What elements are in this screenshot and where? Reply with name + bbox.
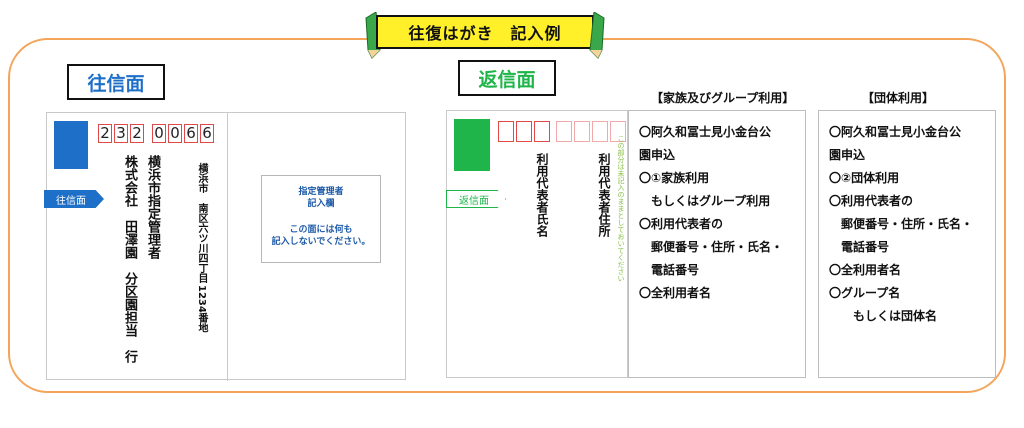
- group-list: 〇阿久和冨士見小金台公 園申込 〇②団体利用 〇利用代表者の 郵便番号・住所・氏…: [818, 110, 996, 378]
- postal-box: [498, 121, 514, 142]
- postal-box: [592, 121, 608, 142]
- family-line: 電話番号: [639, 263, 700, 277]
- postal-digit: 6: [184, 124, 198, 143]
- postal-digit: 3: [114, 124, 128, 143]
- manager-heading: 指定管理者: [298, 187, 344, 197]
- henshin-arrow-label: 返信面: [459, 195, 489, 207]
- manager-note: 記入しないでください。: [271, 237, 371, 247]
- manager-note: この面には何も: [289, 225, 353, 235]
- family-line: もしくはグループ利用: [639, 194, 771, 208]
- group-line: 郵便番号・住所・氏名・: [829, 217, 974, 231]
- ofuku-section-label: 往信面: [67, 64, 165, 100]
- postal-box: [534, 121, 550, 142]
- postal-box: [516, 121, 532, 142]
- address-line: 1234番地: [196, 285, 207, 333]
- page-title: 往復はがき 記入例: [376, 15, 594, 49]
- reply-name-label: 利用代表者氏名: [535, 153, 549, 237]
- manager-box: 指定管理者 記入欄 この面には何も 記入しないでください。: [261, 175, 381, 263]
- title-banner: 往復はがき 記入例: [362, 12, 608, 60]
- family-line: 〇①家族利用: [639, 171, 710, 185]
- postal-digit: 0: [168, 124, 182, 143]
- postal-digit: 6: [200, 124, 214, 143]
- henshin-postcard: 利用代表者住所 利用代表者氏名 この部分は未記入のままとしておいてください: [446, 110, 628, 378]
- reply-address-label: 利用代表者住所: [597, 153, 611, 237]
- pencil-icon: [589, 12, 605, 59]
- reply-postal-code: [498, 121, 626, 142]
- family-line: 郵便番号・住所・氏名・: [639, 240, 784, 254]
- reply-side-note: この部分は未記入のままとしておいてください: [617, 135, 625, 282]
- recipient-line: 横浜市指定管理者: [145, 155, 160, 259]
- group-line: 〇グループ名: [829, 286, 901, 300]
- family-line: 〇利用代表者の: [639, 217, 724, 231]
- manager-heading: 記入欄: [307, 199, 335, 209]
- group-heading: 【団体利用】: [862, 91, 935, 105]
- card-divider: [227, 113, 228, 381]
- postal-digit: 2: [98, 124, 112, 143]
- group-line: 〇利用代表者の: [829, 194, 914, 208]
- family-heading: 【家族及びグループ利用】: [651, 91, 795, 105]
- postal-digit: 2: [130, 124, 144, 143]
- address-line: 横浜市 南区六ツ川四丁目: [196, 163, 207, 283]
- group-line: 〇阿久和冨士見小金台公: [829, 125, 962, 139]
- ofuku-arrow-label: 往信面: [56, 195, 86, 207]
- henshin-section-label: 返信面: [458, 60, 556, 96]
- recipient-line: 株式会社 田澤園 分区園担当 行: [122, 155, 137, 363]
- family-line: 〇全利用者名: [639, 286, 712, 300]
- postal-box: [556, 121, 572, 142]
- stamp-box: [454, 119, 490, 171]
- family-line: 〇阿久和冨士見小金台公: [639, 125, 772, 139]
- group-line: もしくは団体名: [829, 309, 938, 323]
- postal-box: [610, 121, 626, 142]
- postal-digit: 0: [152, 124, 166, 143]
- group-line: 電話番号: [829, 240, 890, 254]
- ofuku-postcard: 2 3 2 0 0 6 6 横浜市 南区六ツ川四丁目 1234番地 横浜市指定管…: [46, 112, 406, 381]
- family-line: 園申込: [639, 148, 676, 162]
- group-line: 〇②団体利用: [829, 171, 900, 185]
- group-line: 園申込: [829, 148, 866, 162]
- postal-code: 2 3 2 0 0 6 6: [98, 124, 214, 143]
- group-line: 〇全利用者名: [829, 263, 902, 277]
- stamp-box: [54, 121, 88, 169]
- postal-box: [574, 121, 590, 142]
- ofuku-arrow-tag: 往信面: [44, 190, 104, 208]
- family-list: 〇阿久和冨士見小金台公 園申込 〇①家族利用 もしくはグループ利用 〇利用代表者…: [628, 110, 806, 378]
- henshin-arrow-tag: 返信面: [446, 190, 506, 208]
